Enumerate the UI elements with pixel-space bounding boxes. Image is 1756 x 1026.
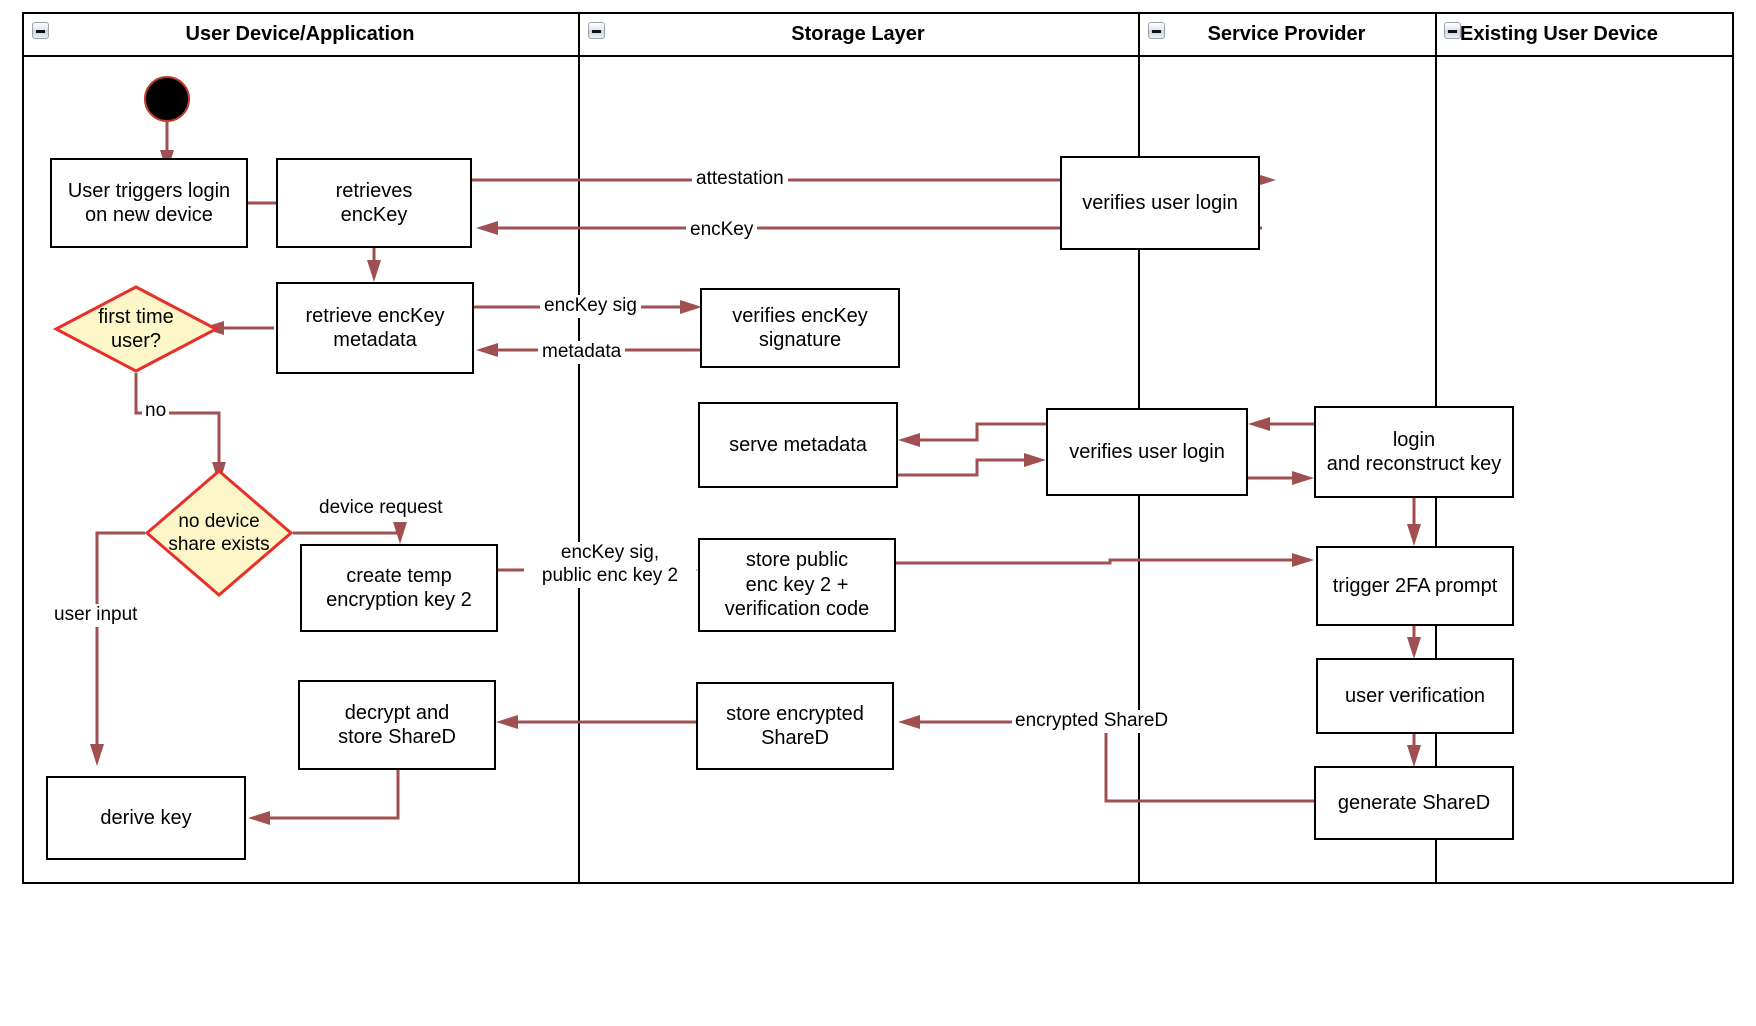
edge-label-attestation: attestation	[692, 168, 788, 191]
node-retrieves-enckey[interactable]: retrieves encKey	[276, 158, 472, 248]
decision-no-device-share-exists[interactable]: no device share exists	[144, 469, 294, 597]
node-user-triggers-login[interactable]: User triggers login on new device	[50, 158, 248, 248]
node-user-verification[interactable]: user verification	[1316, 658, 1514, 734]
lane-divider-1	[578, 12, 580, 884]
decision-first-time-user[interactable]: first time user?	[52, 285, 220, 373]
edge-label-enckey-sig-public-enc-key-2: encKey sig, public enc key 2	[524, 542, 696, 588]
edge-label-device-request: device request	[315, 497, 447, 520]
lane-title-storage-layer: Storage Layer	[791, 23, 925, 45]
decision-no-device-share-shape	[144, 469, 294, 597]
node-derive-key[interactable]: derive key	[46, 776, 246, 860]
edge-label-metadata: metadata	[538, 341, 626, 364]
edge-label-enckey: encKey	[686, 219, 758, 242]
swimlane-header-rule	[22, 55, 1734, 57]
node-verifies-user-login-2[interactable]: verifies user login	[1046, 408, 1248, 496]
node-decrypt-and-store-shared[interactable]: decrypt and store ShareD	[298, 680, 496, 770]
node-verifies-user-login-1[interactable]: verifies user login	[1060, 156, 1260, 250]
node-store-public-enc-key-2[interactable]: store public enc key 2 + verification co…	[698, 538, 896, 632]
swimlane-frame	[22, 12, 1734, 884]
node-create-temp-encryption-key-2[interactable]: create temp encryption key 2	[300, 544, 498, 632]
decision-first-time-user-shape	[52, 285, 220, 373]
lane-title-service-provider: Service Provider	[1207, 23, 1366, 45]
node-store-encrypted-shared[interactable]: store encrypted ShareD	[696, 682, 894, 770]
node-login-and-reconstruct-key[interactable]: login and reconstruct key	[1314, 406, 1514, 498]
node-generate-shared[interactable]: generate ShareD	[1314, 766, 1514, 840]
edge-label-enckey-sig: encKey sig	[540, 295, 641, 318]
collapse-icon-existing-user-device[interactable]	[1444, 22, 1461, 39]
node-verifies-enckey-signature[interactable]: verifies encKey signature	[700, 288, 900, 368]
collapse-icon-user-device[interactable]	[32, 22, 49, 39]
start-node	[144, 76, 190, 122]
collapse-icon-storage-layer[interactable]	[588, 22, 605, 39]
edge-label-encrypted-shared: encrypted ShareD	[1012, 710, 1172, 733]
node-trigger-2fa-prompt[interactable]: trigger 2FA prompt	[1316, 546, 1514, 626]
node-serve-metadata[interactable]: serve metadata	[698, 402, 898, 488]
edge-label-no: no	[142, 400, 170, 423]
node-retrieve-enckey-metadata[interactable]: retrieve encKey metadata	[276, 282, 474, 374]
collapse-icon-service-provider[interactable]	[1148, 22, 1165, 39]
lane-title-user-device: User Device/Application	[185, 23, 415, 45]
lane-title-existing-user-device: Existing User Device	[1460, 23, 1658, 45]
edge-label-user-input: user input	[50, 604, 142, 627]
